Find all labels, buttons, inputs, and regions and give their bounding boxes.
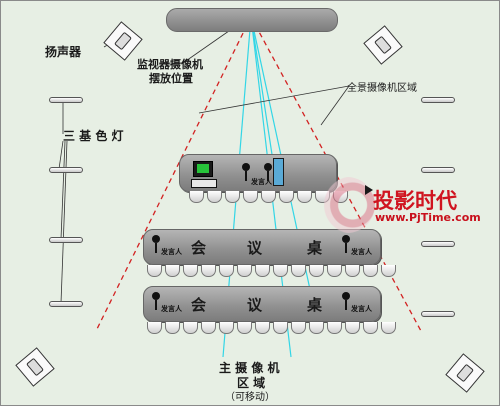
panorama-boundary-right	[250, 16, 422, 332]
mic-table1-right	[341, 235, 351, 253]
table1-char-1: 会	[191, 239, 207, 257]
monitor-position-label-2: 摆放位置	[149, 72, 193, 85]
main-camera-label-3: （可移动）	[225, 392, 275, 403]
light-right-3	[421, 241, 455, 247]
computer-icon	[191, 161, 217, 188]
panorama-leader-1	[198, 85, 350, 114]
table1-char-2: 议	[247, 239, 263, 257]
table1-left-mark: 发言人	[161, 248, 182, 256]
tri-color-light-label: 三 基 色 灯	[63, 129, 124, 143]
brand-url: www.PjTime.com	[375, 211, 481, 224]
table2-char-3: 桌	[307, 296, 323, 314]
mic-table1-left	[151, 235, 161, 253]
speaker-label: 扬声器	[45, 45, 82, 59]
chairs-row-table2	[147, 322, 396, 334]
monitor-display-bar	[166, 8, 338, 32]
table2-char-2: 议	[247, 296, 263, 314]
mic-table2-right	[341, 292, 351, 310]
main-camera-line-3	[250, 16, 274, 162]
light-right-4	[421, 311, 455, 317]
brand-name: 投影时代	[373, 189, 457, 213]
mic-table2-left	[151, 292, 161, 310]
light-right-1	[421, 97, 455, 103]
mic-presenter-2	[263, 163, 273, 181]
presenter-mark-1: 发言人	[251, 178, 272, 186]
panorama-boundary-left	[95, 16, 252, 332]
chairs-row-table1	[147, 265, 396, 277]
table2-char-1: 会	[191, 296, 207, 314]
light-right-2	[421, 167, 455, 173]
camera-device-icon	[273, 158, 284, 186]
light-left-2	[49, 167, 83, 173]
monitor-position-label-1: 监视器摄像机	[137, 58, 203, 71]
mic-presenter-1	[241, 163, 251, 181]
light-leader-3	[60, 140, 66, 240]
panorama-leader-2	[320, 85, 350, 126]
light-left-3	[49, 237, 83, 243]
light-left-1	[49, 97, 83, 103]
light-leader-2	[58, 140, 64, 170]
table1-char-3: 桌	[307, 239, 323, 257]
panorama-area-label: 全景摄像机区域	[347, 83, 417, 94]
conference-table-1	[143, 229, 381, 265]
main-camera-label-2: 区 域	[237, 376, 266, 390]
main-camera-label-1: 主 摄 像 机	[219, 361, 280, 375]
table1-right-mark: 发言人	[351, 248, 372, 256]
brand-arrow-icon	[365, 185, 373, 195]
light-left-4	[49, 301, 83, 307]
table2-left-mark: 发言人	[161, 305, 182, 313]
conference-table-2	[143, 286, 381, 322]
table2-right-mark: 发言人	[351, 305, 372, 313]
